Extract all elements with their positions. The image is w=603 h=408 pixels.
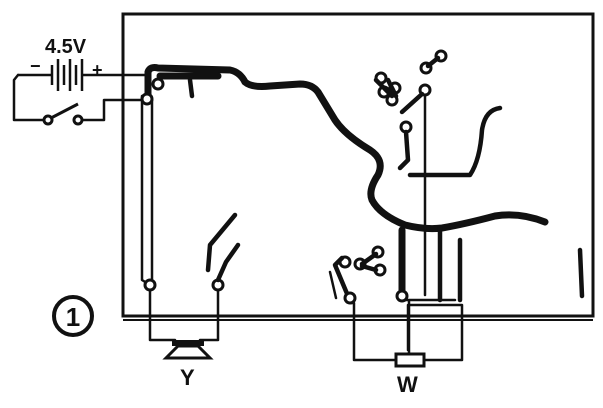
- wire-speaker-right: [198, 288, 220, 342]
- resistor-label: W: [397, 372, 418, 397]
- resistor: [394, 352, 426, 368]
- terminal-top-left-b: [140, 92, 154, 106]
- track-pad-stub: [187, 77, 195, 99]
- speaker-label: Y: [180, 365, 195, 390]
- track-right-edge: [577, 247, 585, 299]
- track-lower-left-2: [215, 242, 241, 283]
- switch: [12, 73, 148, 126]
- battery-plus-sign: +: [92, 60, 103, 80]
- track-right-1: [397, 129, 411, 171]
- terminal-cluster-top-right: [373, 49, 448, 134]
- wire-speaker-left: [148, 288, 177, 342]
- terminal-top-left-a: [151, 77, 165, 91]
- speaker: [162, 340, 214, 360]
- terminal-cluster-lower-right: [328, 245, 409, 305]
- wire-left-vertical: [140, 94, 152, 287]
- battery-minus-sign: −: [30, 56, 41, 76]
- terminal-speaker-a: [143, 278, 157, 292]
- wire-resistor-right: [406, 303, 464, 362]
- track-lower-left-1: [205, 212, 238, 273]
- figure-number: 1: [66, 302, 80, 332]
- track-right-2: [407, 105, 503, 178]
- circuit-board: [121, 12, 595, 318]
- wire-resistor-left: [348, 301, 398, 362]
- battery-voltage-label: 4.5V: [45, 36, 87, 58]
- figure-number-circle: [52, 295, 94, 337]
- battery: [18, 59, 148, 91]
- track-top-left: [144, 64, 549, 233]
